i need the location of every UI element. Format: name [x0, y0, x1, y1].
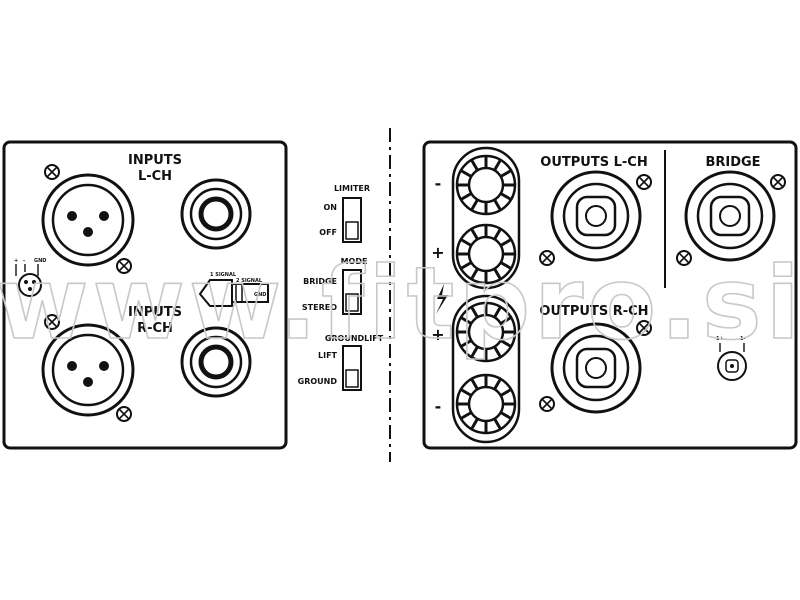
- terminal-sign-2: +: [431, 243, 444, 262]
- limiter-switch[interactable]: LIMITER ON OFF: [319, 184, 370, 243]
- outputs-lch-title: OUTPUTS L-CH: [540, 155, 647, 170]
- svg-text:OFF: OFF: [319, 228, 337, 237]
- speakon-output-lch[interactable]: [539, 170, 652, 266]
- svg-text:LIMITER: LIMITER: [334, 184, 370, 193]
- svg-text:GROUNDLIFT: GROUNDLIFT: [325, 334, 384, 343]
- mode-switch[interactable]: MODE BRIDGE STEREO: [302, 257, 368, 315]
- svg-text:STEREO: STEREO: [302, 303, 337, 312]
- inputs-lch-title: INPUTS: [128, 153, 182, 168]
- speakon-output-bridge[interactable]: [676, 170, 786, 266]
- binding-post-2[interactable]: [455, 223, 517, 285]
- xlr-input-lch[interactable]: [41, 164, 135, 274]
- jack-input-lch[interactable]: [180, 178, 252, 250]
- svg-text:GROUND: GROUND: [298, 377, 338, 386]
- svg-text:BRIDGE: BRIDGE: [303, 277, 337, 286]
- binding-post-3[interactable]: [455, 301, 517, 363]
- jack-input-rch[interactable]: [180, 326, 252, 398]
- svg-text:1-: 1-: [740, 336, 746, 342]
- svg-text:GND: GND: [254, 292, 266, 298]
- groundlift-switch[interactable]: GROUNDLIFT LIFT GROUND: [298, 334, 384, 391]
- inputs-rch-title: INPUTS: [128, 305, 182, 320]
- watermark: www.fitpro.si: [0, 245, 800, 362]
- lightning-icon: [436, 284, 448, 314]
- terminal-sign-1: -: [435, 174, 442, 193]
- binding-posts[interactable]: [451, 146, 521, 444]
- svg-text:ON: ON: [324, 203, 338, 212]
- terminal-sign-3: +: [431, 325, 444, 344]
- svg-text:+: +: [14, 258, 18, 264]
- terminal-sign-4: -: [435, 397, 442, 416]
- bridge-pin-diagram: 1+ 1-: [716, 336, 747, 381]
- svg-text:-: -: [23, 258, 25, 264]
- inputs-lch-subtitle: L-CH: [138, 169, 172, 184]
- xlr-pin-diagram: + - GND: [14, 258, 46, 297]
- outputs-rch-title: OUTPUTS R-CH: [539, 304, 648, 319]
- svg-text:GND: GND: [34, 258, 46, 264]
- inputs-rch-subtitle: R-CH: [137, 321, 173, 336]
- jack-plug-diagram: 1 SIGNAL 2 SIGNAL GND: [198, 272, 269, 307]
- svg-text:LIFT: LIFT: [318, 351, 338, 360]
- bridge-title: BRIDGE: [705, 155, 760, 170]
- speakon-output-rch[interactable]: [539, 320, 652, 414]
- svg-text:2 SIGNAL: 2 SIGNAL: [236, 278, 263, 284]
- svg-text:1+: 1+: [716, 336, 724, 342]
- xlr-input-rch[interactable]: [41, 314, 135, 422]
- binding-post-1[interactable]: [455, 154, 517, 216]
- svg-text:1 SIGNAL: 1 SIGNAL: [210, 272, 237, 278]
- svg-text:MODE: MODE: [341, 257, 368, 266]
- binding-post-4[interactable]: [455, 373, 517, 435]
